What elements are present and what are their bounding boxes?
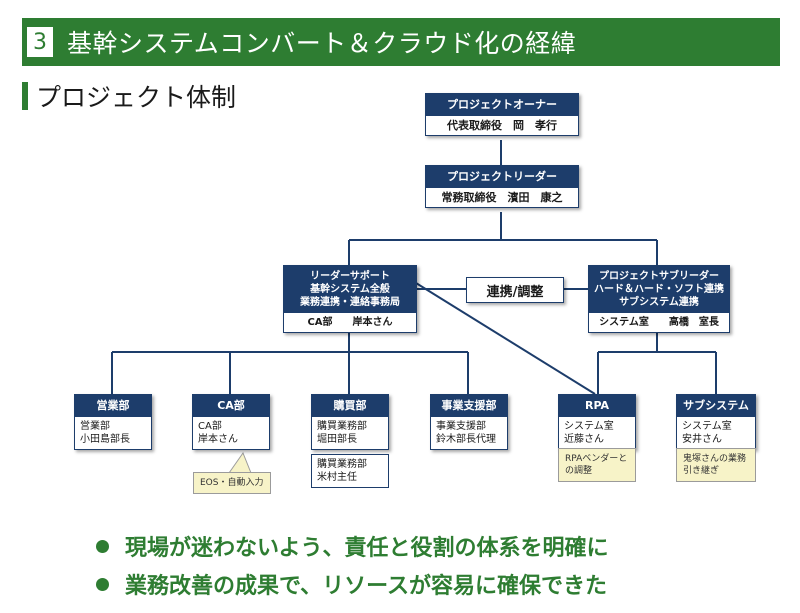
team-dept-rpa: システム室	[564, 421, 614, 432]
section-number: 3	[27, 27, 53, 57]
team-box-subsystem: サブシステム システム室 安井さん	[676, 394, 756, 450]
support-name: CA部 岸本さん	[307, 317, 393, 328]
note-sub-line-1: 鬼塚さんの業務	[683, 454, 747, 464]
support-title-1: リーダーサポート	[310, 271, 390, 282]
note-ca-line-1: EOS・自動入力	[200, 478, 264, 488]
team-dept-ca: CA部	[198, 421, 222, 432]
bullet-text-1: 現場が迷わないよう、責任と役割の体系を明確に	[125, 536, 609, 561]
team-title-purchase: 購買部	[312, 395, 388, 417]
team-person-subsystem: 安井さん	[682, 434, 722, 445]
note-subsystem: 鬼塚さんの業務 引き継ぎ	[676, 448, 756, 482]
support-rpa-line	[415, 282, 596, 395]
team-dept-sales: 営業部	[80, 421, 110, 432]
team-person-biz-support: 鈴木部長代理	[436, 434, 496, 445]
subleader-title-3: サブシステム連携	[619, 297, 699, 308]
leader-title: プロジェクトリーダー	[426, 166, 578, 188]
team-box-sales: 営業部 営業部 小田島部長	[74, 394, 152, 450]
subleader-box: プロジェクトサブリーダー ハード＆ハード・ソフト連携 サブシステム連携 システム…	[588, 265, 730, 333]
leader-name: 常務取締役 濱田 康之	[441, 191, 563, 204]
team-title-ca: CA部	[193, 395, 269, 417]
team-dept-purchase: 購買業務部	[317, 421, 367, 432]
note-rpa-line-2: の調整	[565, 466, 593, 476]
team-box-rpa: RPA システム室 近藤さん	[558, 394, 636, 450]
support-title-3: 業務連携・連絡事務局	[300, 297, 400, 308]
team-title-subsystem: サブシステム	[677, 395, 755, 417]
leader-box: プロジェクトリーダー 常務取締役 濱田 康之	[425, 165, 579, 208]
owner-title: プロジェクトオーナー	[426, 94, 578, 116]
team-person-ca: 岸本さん	[198, 434, 238, 445]
bullet-dot-icon	[96, 577, 109, 591]
subleader-name: システム室 高橋 室長	[599, 317, 719, 328]
bullet-item: 業務改善の成果で、リソースが容易に確保できた	[96, 568, 607, 600]
owner-box: プロジェクトオーナー 代表取締役 岡 孝行	[425, 93, 579, 136]
support-box: リーダーサポート 基幹システム全般 業務連携・連絡事務局 CA部 岸本さん	[283, 265, 417, 333]
bullet-text-2: 業務改善の成果で、リソースが容易に確保できた	[125, 574, 608, 599]
team-title-sales: 営業部	[75, 395, 151, 417]
section-header: 3 基幹システムコンバート＆クラウド化の経緯	[22, 18, 780, 66]
team-person-purchase-extra: 米村主任	[317, 472, 357, 483]
link-label: 連携/調整	[466, 277, 564, 303]
team-dept-subsystem: システム室	[682, 421, 732, 432]
subleader-title-2: ハード＆ハード・ソフト連携	[594, 284, 724, 295]
team-dept-biz-support: 事業支援部	[436, 421, 486, 432]
note-rpa: RPAベンダーと の調整	[558, 448, 636, 482]
team-title-biz-support: 事業支援部	[431, 395, 507, 417]
team-person-purchase: 堀田部長	[317, 434, 357, 445]
team-title-rpa: RPA	[559, 395, 635, 417]
team-person-rpa: 近藤さん	[564, 434, 604, 445]
subtitle-marker	[22, 82, 28, 110]
section-title: 基幹システムコンバート＆クラウド化の経緯	[67, 29, 577, 58]
subtitle: プロジェクト体制	[36, 83, 237, 112]
team-box-purchase-extra: 購買業務部 米村主任	[311, 454, 389, 488]
bullet-item: 現場が迷わないよう、責任と役割の体系を明確に	[96, 530, 609, 562]
team-person-sales: 小田島部長	[80, 434, 130, 445]
note-sub-line-2: 引き継ぎ	[683, 466, 720, 476]
owner-name: 代表取締役 岡 孝行	[447, 119, 557, 132]
team-box-biz-support: 事業支援部 事業支援部 鈴木部長代理	[430, 394, 508, 450]
ca-note-tail	[228, 451, 252, 474]
note-ca: EOS・自動入力	[193, 472, 271, 494]
team-box-purchase: 購買部 購買業務部 堀田部長	[311, 394, 389, 450]
team-box-ca: CA部 CA部 岸本さん	[192, 394, 270, 450]
note-rpa-line-1: RPAベンダーと	[565, 454, 628, 464]
subleader-title-1: プロジェクトサブリーダー	[599, 271, 719, 282]
bullet-dot-icon	[96, 539, 109, 553]
support-title-2: 基幹システム全般	[310, 284, 390, 295]
team-dept-purchase-extra: 購買業務部	[317, 459, 367, 470]
